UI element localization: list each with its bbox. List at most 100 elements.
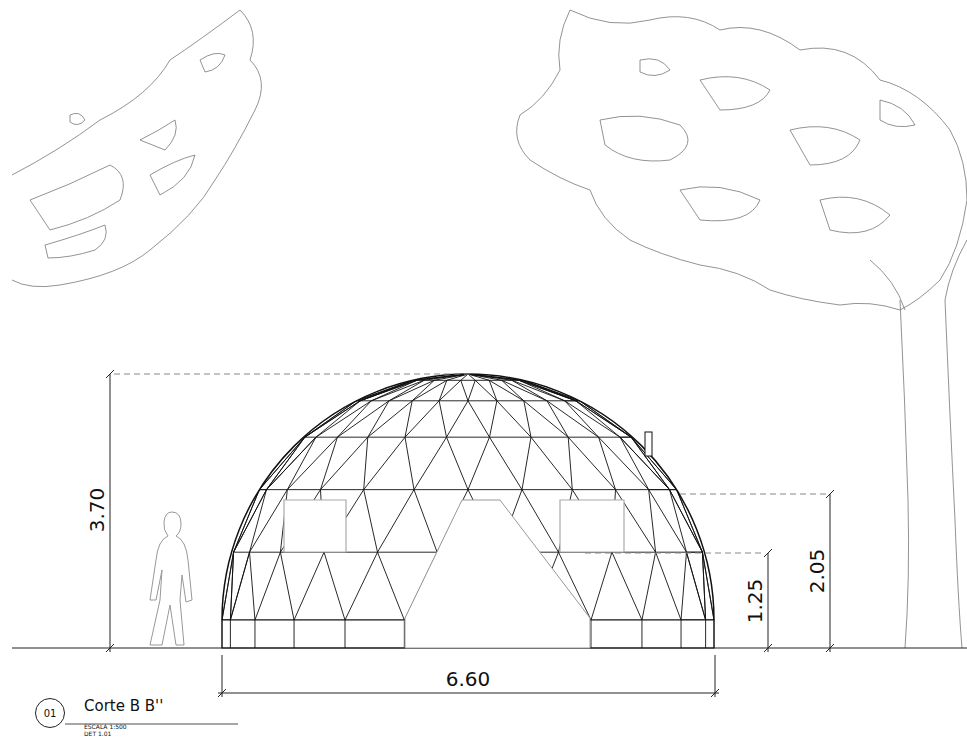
strut [305, 437, 316, 438]
strut [378, 490, 414, 553]
strut [360, 380, 413, 401]
base-post [641, 620, 642, 648]
strut [316, 401, 360, 437]
strut [316, 437, 337, 438]
strut [523, 380, 580, 401]
strut [677, 490, 703, 553]
dimension-value: 3.70 [87, 488, 107, 533]
strut [524, 400, 547, 401]
strut [670, 490, 687, 553]
strut [320, 437, 337, 489]
strut [360, 380, 413, 401]
strut [412, 380, 447, 401]
strut [368, 401, 389, 437]
strut [412, 400, 439, 401]
dimension-value: 1.25 [745, 579, 765, 624]
strut [686, 552, 705, 620]
strut [305, 401, 360, 437]
person-silhouette [150, 512, 192, 645]
strut [565, 401, 599, 437]
strut [649, 489, 670, 490]
strut [489, 401, 496, 437]
strut [568, 437, 615, 489]
strut [547, 401, 568, 437]
strut [568, 437, 598, 438]
strut [305, 401, 357, 437]
strut [324, 552, 345, 620]
base-post [294, 620, 295, 648]
strut [234, 490, 267, 553]
base-post [230, 620, 231, 648]
strut [439, 401, 446, 437]
strut [371, 400, 389, 401]
strut [677, 490, 703, 553]
window [284, 500, 346, 552]
strut [305, 401, 357, 437]
strut [439, 400, 468, 401]
strut [389, 380, 434, 401]
strut [591, 552, 612, 620]
strut [686, 552, 705, 620]
strut [612, 552, 642, 620]
base-post [705, 620, 706, 648]
strut [364, 490, 378, 553]
strut [356, 380, 413, 401]
strut [670, 490, 703, 553]
strut [368, 401, 412, 437]
strut [547, 400, 565, 401]
strut [576, 401, 631, 437]
strut [266, 437, 315, 489]
base-post [591, 620, 592, 648]
strut [523, 380, 580, 401]
tree [12, 10, 261, 287]
strut [447, 401, 468, 437]
strut [502, 380, 547, 401]
section-number: 01 [44, 708, 57, 719]
strut [468, 400, 497, 401]
base-post [681, 620, 682, 648]
strut [234, 490, 267, 553]
strut [599, 437, 616, 489]
strut [580, 401, 632, 437]
tree [517, 10, 967, 648]
dimension-value: 2.05 [807, 549, 827, 594]
strut [439, 380, 447, 401]
strut [468, 489, 522, 490]
strut [405, 437, 447, 438]
dimension-value: 6.60 [446, 669, 491, 689]
strut [576, 401, 631, 437]
strut [405, 401, 439, 437]
strut [631, 437, 676, 489]
strut [523, 380, 576, 401]
strut [447, 437, 468, 489]
strut [356, 380, 413, 401]
strut [702, 552, 705, 620]
strut [368, 437, 405, 438]
strut [642, 552, 656, 620]
strut [250, 552, 255, 620]
base-post [714, 620, 715, 648]
strut [497, 400, 524, 401]
strut [287, 489, 320, 490]
strut [631, 437, 676, 489]
strut [337, 437, 367, 438]
strut [576, 401, 620, 437]
strut [620, 437, 631, 438]
strut [489, 437, 531, 438]
strut [287, 437, 316, 489]
strut [681, 552, 686, 620]
strut [572, 489, 615, 490]
strut [405, 437, 414, 489]
strut [523, 380, 576, 401]
strut [230, 552, 249, 620]
strut [497, 401, 531, 437]
strut [266, 437, 304, 489]
strut [616, 489, 649, 490]
strut [364, 489, 414, 490]
strut [414, 437, 447, 489]
strut [250, 552, 281, 553]
drawing-title: Corte B B'' [84, 699, 163, 714]
strut [649, 489, 670, 490]
strut [522, 489, 572, 490]
strut [620, 437, 631, 438]
